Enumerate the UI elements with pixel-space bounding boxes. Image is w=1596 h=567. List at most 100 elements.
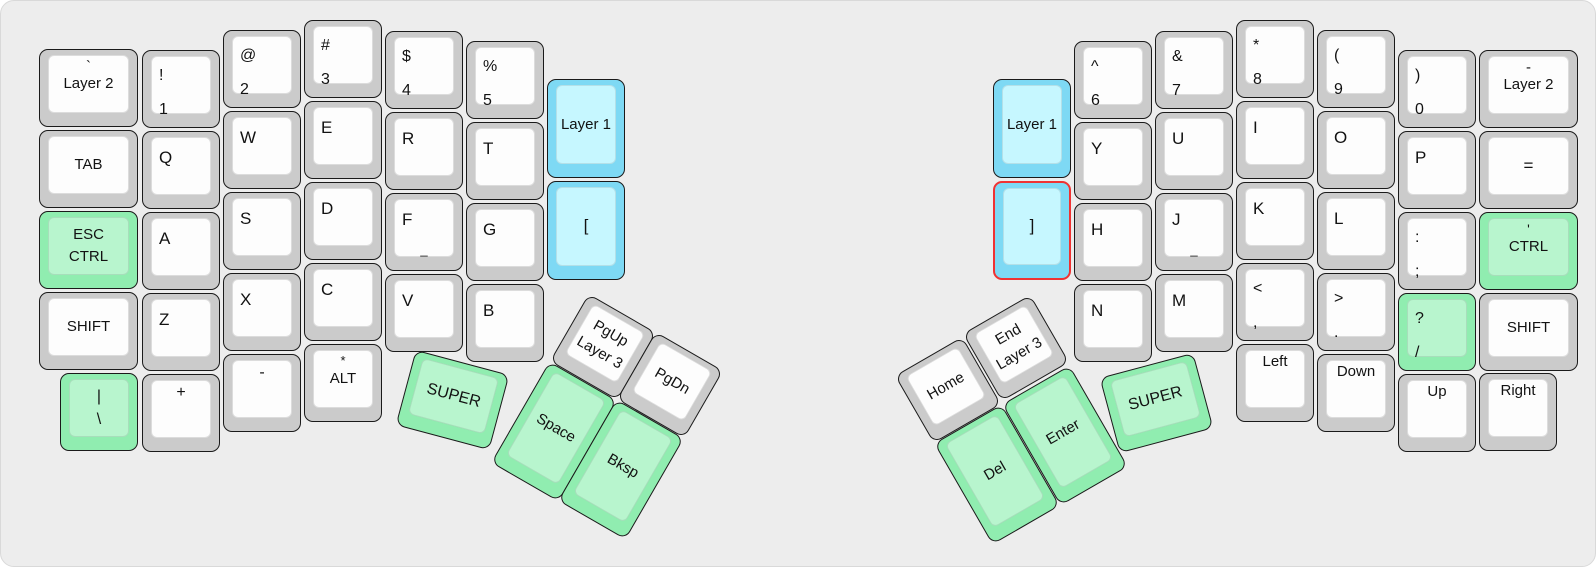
key-right-bracket[interactable]: ] bbox=[993, 181, 1071, 280]
key-legend: X bbox=[240, 290, 252, 309]
key-legend: @ bbox=[240, 47, 257, 64]
key-comma[interactable]: <, bbox=[1236, 263, 1314, 341]
key-d[interactable]: D bbox=[304, 182, 382, 260]
key-p[interactable]: P bbox=[1398, 131, 1476, 209]
key-legend: Layer 1 bbox=[560, 115, 612, 133]
key-legend-group: SHIFT bbox=[1489, 300, 1568, 356]
keycap-top: Y bbox=[1083, 128, 1143, 186]
key-e[interactable]: E bbox=[304, 101, 382, 179]
key-question-slash[interactable]: ?/ bbox=[1398, 293, 1476, 371]
key-legend-group: B bbox=[483, 293, 494, 329]
key-quote-ctrl[interactable]: 'CTRL bbox=[1479, 212, 1578, 290]
key-a[interactable]: A bbox=[142, 212, 220, 290]
key-v[interactable]: V bbox=[385, 274, 463, 352]
key-7[interactable]: &7 bbox=[1155, 31, 1233, 109]
keycap-top: I bbox=[1245, 107, 1305, 165]
key-legend-group: %5 bbox=[483, 50, 497, 117]
key-period[interactable]: >. bbox=[1317, 273, 1395, 351]
key-legend-group: )0 bbox=[1415, 59, 1424, 126]
key-f[interactable]: F_ bbox=[385, 193, 463, 271]
key-q[interactable]: Q bbox=[142, 131, 220, 209]
key-legend-group: $4 bbox=[402, 40, 411, 107]
key-z[interactable]: Z bbox=[142, 293, 220, 371]
key-equals[interactable]: = bbox=[1479, 131, 1578, 209]
key-up-arrow[interactable]: Up bbox=[1398, 374, 1476, 452]
key-b[interactable]: B bbox=[466, 284, 544, 362]
key-legend: W bbox=[240, 128, 257, 147]
key-legend: = bbox=[1523, 155, 1534, 175]
key-super-right[interactable]: SUPER bbox=[1099, 352, 1214, 454]
key-legend: Z bbox=[159, 310, 170, 329]
keycap-top: TAB bbox=[48, 136, 129, 194]
key-w[interactable]: W bbox=[223, 111, 301, 189]
key-o[interactable]: O bbox=[1317, 111, 1395, 189]
key-legend: P bbox=[1415, 148, 1427, 167]
key-plus[interactable]: + bbox=[142, 374, 220, 452]
key-u[interactable]: U bbox=[1155, 112, 1233, 190]
key-legend: 5 bbox=[483, 91, 492, 109]
key-y[interactable]: Y bbox=[1074, 122, 1152, 200]
key-legend: $ bbox=[402, 48, 411, 65]
key-star-alt[interactable]: *ALT bbox=[304, 344, 382, 422]
key-legend: 3 bbox=[321, 70, 330, 88]
keycap-top: E bbox=[313, 107, 373, 165]
keycap-top: K bbox=[1245, 188, 1305, 246]
keycap-top: |\ bbox=[69, 379, 129, 437]
key-down-arrow[interactable]: Down bbox=[1317, 354, 1395, 432]
key-8[interactable]: *8 bbox=[1236, 20, 1314, 98]
key-l[interactable]: L bbox=[1317, 192, 1395, 270]
key-0[interactable]: )0 bbox=[1398, 50, 1476, 128]
key-2[interactable]: @2 bbox=[223, 30, 301, 108]
key-left-arrow[interactable]: Left bbox=[1236, 344, 1314, 422]
key-legend-group: - bbox=[233, 362, 291, 384]
key-shift-right[interactable]: SHIFT bbox=[1479, 293, 1578, 371]
key-layer1-right[interactable]: Layer 1 bbox=[993, 79, 1071, 178]
keycap-top: W bbox=[232, 117, 292, 175]
key-s[interactable]: S bbox=[223, 192, 301, 270]
key-i[interactable]: I bbox=[1236, 101, 1314, 179]
key-right-arrow[interactable]: Right bbox=[1479, 373, 1557, 451]
key-3[interactable]: #3 bbox=[304, 20, 382, 98]
key-c[interactable]: C bbox=[304, 263, 382, 341]
key-r[interactable]: R bbox=[385, 112, 463, 190]
key-tab[interactable]: TAB bbox=[39, 130, 138, 208]
key-legend-group: H bbox=[1091, 212, 1103, 248]
key-pipe-backslash[interactable]: |\ bbox=[60, 373, 138, 451]
key-t[interactable]: T bbox=[466, 122, 544, 200]
key-super-left[interactable]: SUPER bbox=[395, 349, 510, 451]
key-legend-group: @2 bbox=[240, 39, 256, 106]
key-6[interactable]: ^6 bbox=[1074, 41, 1152, 119]
key-grave-layer2[interactable]: `Layer 2 bbox=[39, 49, 138, 127]
key-9[interactable]: (9 bbox=[1317, 30, 1395, 108]
key-minus[interactable]: - bbox=[223, 354, 301, 432]
keycap-top: SUPER bbox=[1109, 360, 1202, 438]
key-minus-layer2[interactable]: -Layer 2 bbox=[1479, 50, 1578, 128]
key-legend-group: &7 bbox=[1172, 40, 1183, 107]
key-layer1-left[interactable]: Layer 1 bbox=[547, 79, 625, 178]
key-legend-group: Y bbox=[1091, 131, 1102, 167]
key-j[interactable]: J_ bbox=[1155, 193, 1233, 271]
key-legend: 6 bbox=[1091, 91, 1100, 109]
key-legend: I bbox=[1253, 118, 1258, 137]
key-legend: TAB bbox=[74, 156, 103, 174]
key-1[interactable]: !1 bbox=[142, 50, 220, 128]
key-left-bracket[interactable]: [ bbox=[547, 181, 625, 280]
key-4[interactable]: $4 bbox=[385, 31, 463, 109]
key-h[interactable]: H bbox=[1074, 203, 1152, 281]
key-n[interactable]: N bbox=[1074, 284, 1152, 362]
key-g[interactable]: G bbox=[466, 203, 544, 281]
key-legend-group: - bbox=[1489, 58, 1568, 78]
keycap-top: `Layer 2 bbox=[48, 55, 129, 113]
key-m[interactable]: M bbox=[1155, 274, 1233, 352]
key-k[interactable]: K bbox=[1236, 182, 1314, 260]
key-legend: / bbox=[1415, 343, 1420, 361]
key-legend-group: Layer 1 bbox=[557, 86, 615, 163]
key-shift-left[interactable]: SHIFT bbox=[39, 292, 138, 370]
key-x[interactable]: X bbox=[223, 273, 301, 351]
key-5[interactable]: %5 bbox=[466, 41, 544, 119]
key-semicolon[interactable]: :; bbox=[1398, 212, 1476, 290]
keycap-top: >. bbox=[1326, 279, 1386, 341]
key-legend-group: Up bbox=[1408, 382, 1466, 402]
key-legend-group: ' bbox=[1489, 220, 1568, 239]
